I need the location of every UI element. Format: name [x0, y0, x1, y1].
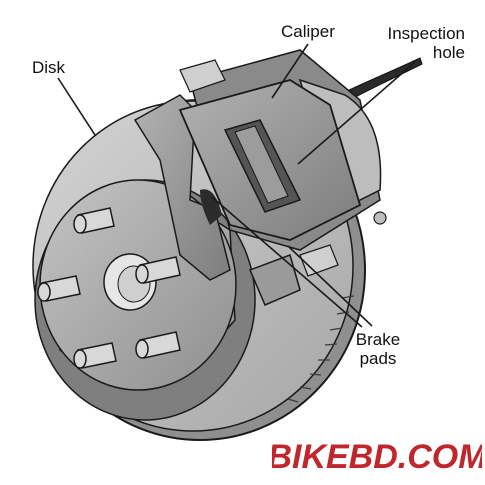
leader-pads-1	[211, 196, 363, 328]
label-disk: Disk	[32, 58, 66, 77]
label-brake-pads: Brake pads	[353, 330, 403, 368]
stud-1	[73, 207, 115, 234]
stud-4	[135, 331, 181, 359]
label-caliper: Caliper	[281, 22, 335, 41]
stud-3	[73, 342, 117, 369]
stud-2	[37, 275, 81, 302]
label-inspection-hole-line-1: Inspection	[387, 24, 466, 43]
caliper	[133, 49, 387, 306]
label-inspection-hole: Inspection hole	[377, 24, 466, 62]
label-brake-pads-line-1: Brake	[355, 330, 401, 349]
leader-lines	[57, 43, 416, 328]
leader-disk	[57, 77, 96, 136]
label-brake-pads-line-2: pads	[359, 349, 397, 368]
brake-hose	[344, 57, 423, 101]
wheel-hub	[34, 179, 256, 421]
leader-pads-2	[287, 245, 373, 327]
stud-5	[135, 256, 181, 284]
leader-caliper	[271, 43, 309, 99]
label-inspection-hole-line-2: hole	[432, 43, 465, 62]
watermark-logo: BIKEBD.COM	[272, 437, 482, 478]
wheel-studs	[37, 207, 181, 369]
watermark-text: BIKEBD.COM	[272, 438, 482, 476]
leader-inspection	[297, 61, 416, 165]
